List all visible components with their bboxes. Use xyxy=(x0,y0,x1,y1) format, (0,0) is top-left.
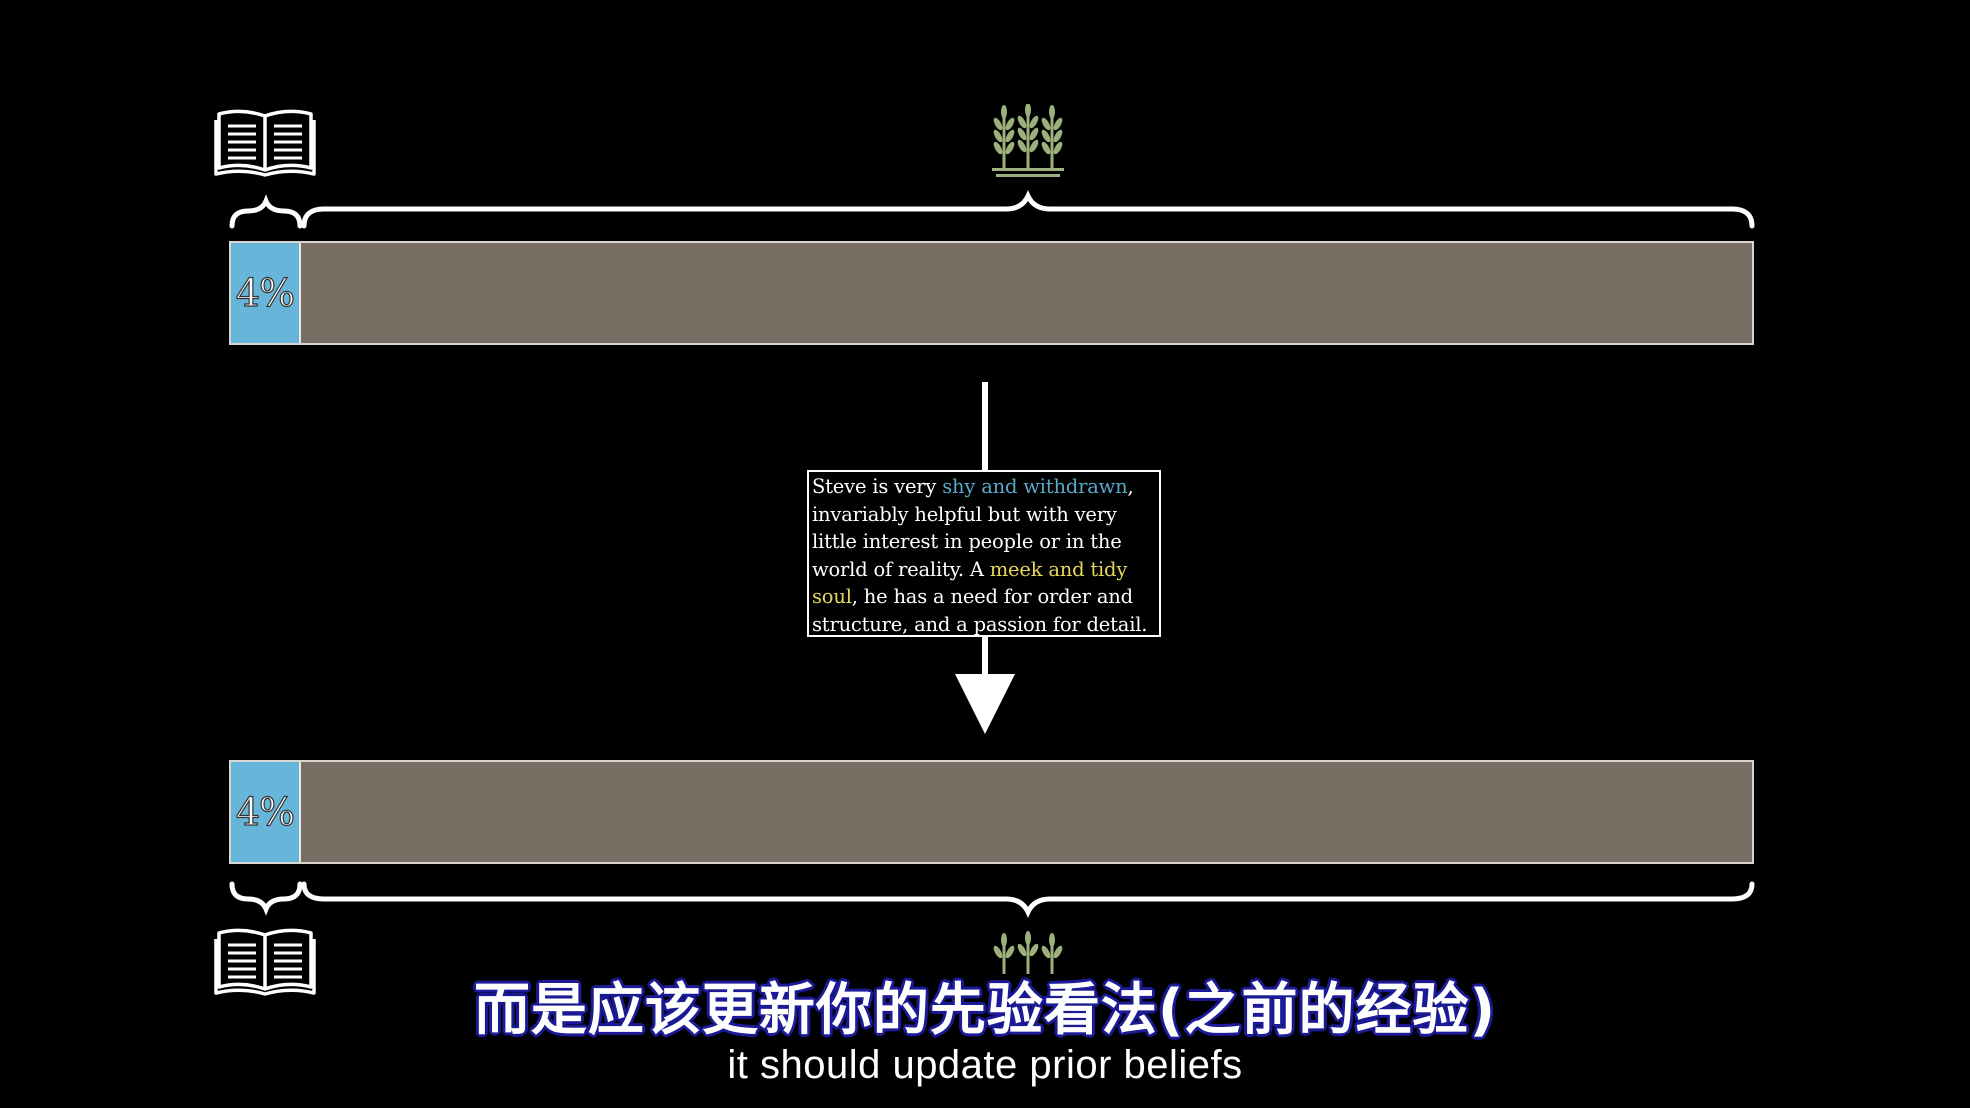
highlight-soul: soul xyxy=(812,585,852,608)
description-text: world of reality. A xyxy=(812,557,990,581)
steve-description: Steve is very shy and withdrawn, invaria… xyxy=(807,470,1161,637)
arrow-shaft-lower xyxy=(982,636,988,680)
description-line: world of reality. A meek and tidy xyxy=(812,556,1156,584)
description-line: invariably helpful but with very xyxy=(812,502,1117,526)
highlight-meek-tidy: meek and tidy xyxy=(989,557,1128,581)
wheat-icon xyxy=(992,104,1064,177)
description-text: , he has a need for order and xyxy=(851,585,1133,608)
population-bar-updated: 4% xyxy=(229,760,1754,864)
librarian-segment: 4% xyxy=(231,243,301,343)
description-line: structure, and a passion for detail. xyxy=(812,612,1148,636)
arrow-head xyxy=(955,674,1015,734)
wheat-icon xyxy=(993,931,1063,974)
description-line: soul, he has a need for order and xyxy=(812,583,1156,611)
description-text: , xyxy=(1127,475,1134,498)
description-text: Steve is very xyxy=(812,475,943,498)
subtitle-english: it should update prior beliefs xyxy=(727,1043,1243,1087)
librarian-percent-label: 4% xyxy=(235,270,296,315)
arrow-shaft-upper xyxy=(982,382,988,472)
book-icon xyxy=(214,928,316,996)
book-icon xyxy=(214,109,316,177)
description-line: Steve is very shy and withdrawn, xyxy=(812,473,1156,501)
librarian-percent-label: 4% xyxy=(235,789,296,834)
highlight-shy-withdrawn: shy and withdrawn xyxy=(942,475,1128,498)
librarian-segment: 4% xyxy=(231,762,301,862)
subtitle-chinese: 而是应该更新你的先验看法(之前的经验) xyxy=(473,978,1497,1043)
description-line: little interest in people or in the xyxy=(812,530,1122,553)
population-bar-prior: 4% xyxy=(229,241,1754,345)
